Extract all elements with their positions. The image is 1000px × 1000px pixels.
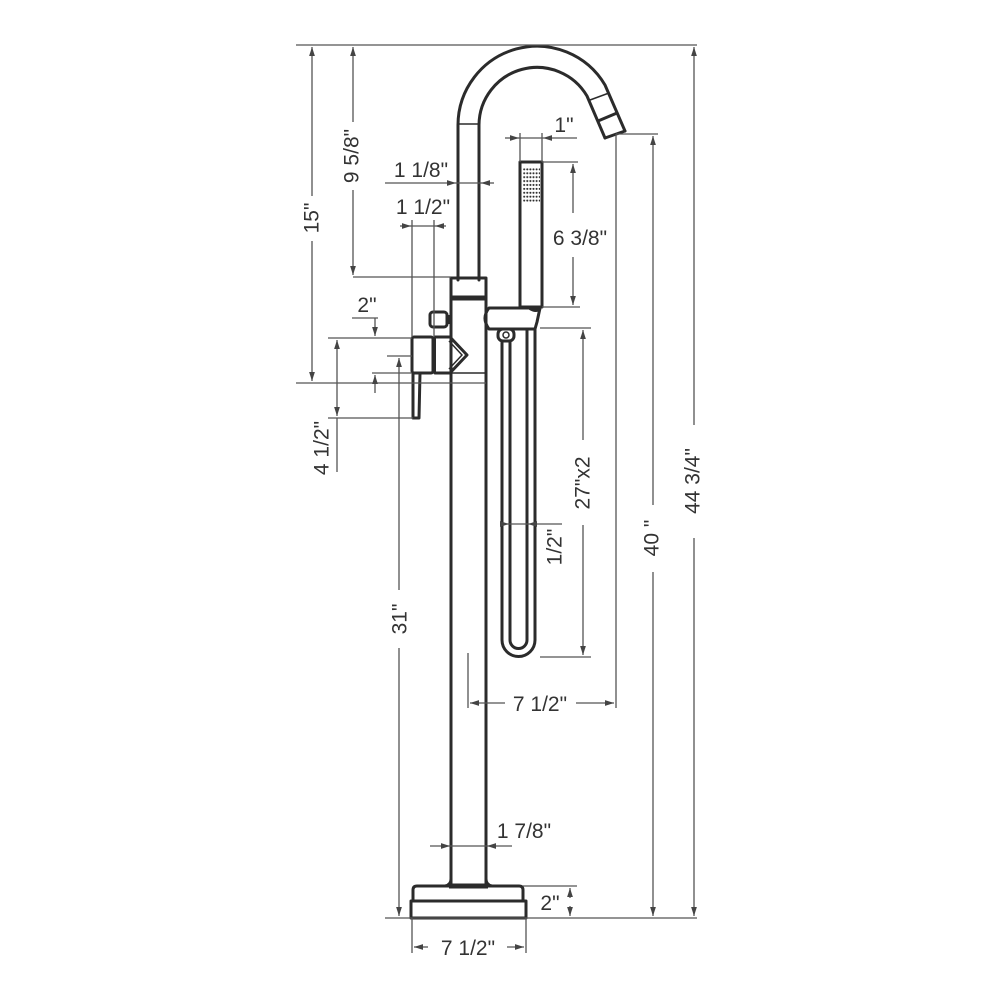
dim-spout-reach (467, 134, 617, 708)
label-spout-top-to-valve: 15" (301, 203, 324, 234)
dim-spout-outlet-height (616, 133, 658, 916)
dim-floor-to-valve (387, 355, 412, 916)
mixing-handle (410, 335, 436, 420)
riser-pipe (449, 296, 488, 886)
label-riser-diameter: 1 7/8" (497, 820, 551, 843)
label-handle-lever-height: 4 1/2" (311, 421, 334, 475)
valve-housing (433, 335, 486, 375)
label-overall-height: 44 3/4" (682, 448, 705, 514)
label-handle-width: 1 1/2" (396, 196, 450, 219)
dim-spout-top-to-collar (350, 47, 451, 278)
label-hand-shower-width: 1" (554, 114, 573, 137)
shower-hose (496, 327, 537, 658)
label-spout-reach: 7 1/2" (513, 693, 567, 716)
hand-shower (518, 160, 544, 309)
faucet-body (409, 44, 627, 920)
dim-hand-shower-width (505, 133, 577, 162)
spout-collar (449, 276, 488, 301)
dimension-lines (296, 44, 697, 953)
label-base-diameter: 7 1/2" (441, 937, 495, 960)
label-hose-length: 27"x2 (572, 457, 595, 510)
diverter-knob (428, 310, 451, 329)
label-spout-top-to-collar: 9 5/8" (341, 129, 364, 183)
label-floor-to-valve: 31" (389, 604, 412, 635)
label-hose-diameter: 1/2" (544, 529, 567, 566)
dim-handle-width (400, 220, 446, 337)
label-spout-outlet-height: 40 " (641, 520, 664, 557)
dim-spout-top-to-valve (296, 47, 486, 384)
dim-hand-shower-length (542, 161, 580, 308)
label-hand-shower-length: 6 3/8" (553, 227, 607, 250)
floor-base (409, 877, 528, 920)
dim-handle-block-height (328, 317, 412, 393)
dim-base-height (523, 885, 577, 916)
label-handle-block-height: 2" (357, 294, 376, 317)
spout (456, 44, 627, 282)
spray-nozzles (523, 168, 540, 203)
dimension-labels: 15" 9 5/8" 1 1/8" 1 1/2" 2" 4 1/2" 31" 1… (301, 114, 705, 960)
label-base-height: 2" (540, 892, 559, 915)
dim-hose-length (540, 327, 591, 658)
dim-handle-lever-height (328, 340, 413, 472)
dim-base-diameter (411, 918, 527, 953)
hand-shower-holder (483, 306, 542, 331)
label-spout-tube-diameter: 1 1/8" (394, 159, 448, 182)
